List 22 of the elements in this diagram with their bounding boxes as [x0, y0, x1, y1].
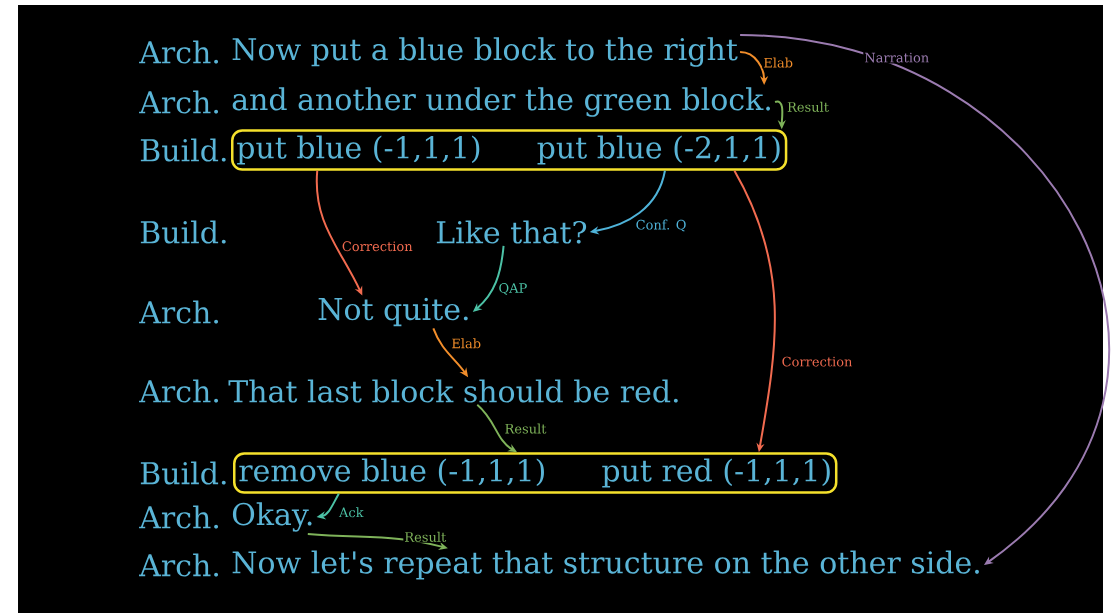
edge-label: Elab — [762, 56, 795, 69]
utterance-text: Like that? — [436, 220, 587, 244]
speaker-label: Arch. — [139, 553, 219, 577]
utterance-text: and another under the green block. — [232, 87, 771, 117]
utterance-text: That last block should be red. — [228, 379, 678, 403]
utterance-text: Now let's repeat that structure on the other side. — [232, 550, 979, 580]
speaker-label: Arch. — [139, 505, 219, 529]
edge-label: QAP — [497, 282, 529, 296]
edge-label: Ack — [338, 506, 365, 519]
speaker-label: Arch. — [139, 90, 219, 114]
edge-label: Correction — [340, 240, 414, 253]
speaker-label: Arch. — [139, 379, 219, 403]
action-box: put blue (-1,1,1) put blue (-2,1,1) — [231, 129, 788, 171]
edge-label: Elab — [450, 337, 483, 350]
utterance-text: Not quite. — [318, 297, 468, 327]
speaker-label: Arch. — [139, 300, 219, 324]
speaker-label: Arch. — [139, 40, 219, 64]
speaker-label: Build. — [140, 220, 226, 244]
utterance-text: Now put a blue block to the right — [232, 37, 738, 67]
utterance-text: Okay. — [232, 502, 312, 532]
arrow — [739, 34, 1111, 565]
action-box: remove blue (-1,1,1) put red (-1,1,1) — [233, 452, 838, 494]
